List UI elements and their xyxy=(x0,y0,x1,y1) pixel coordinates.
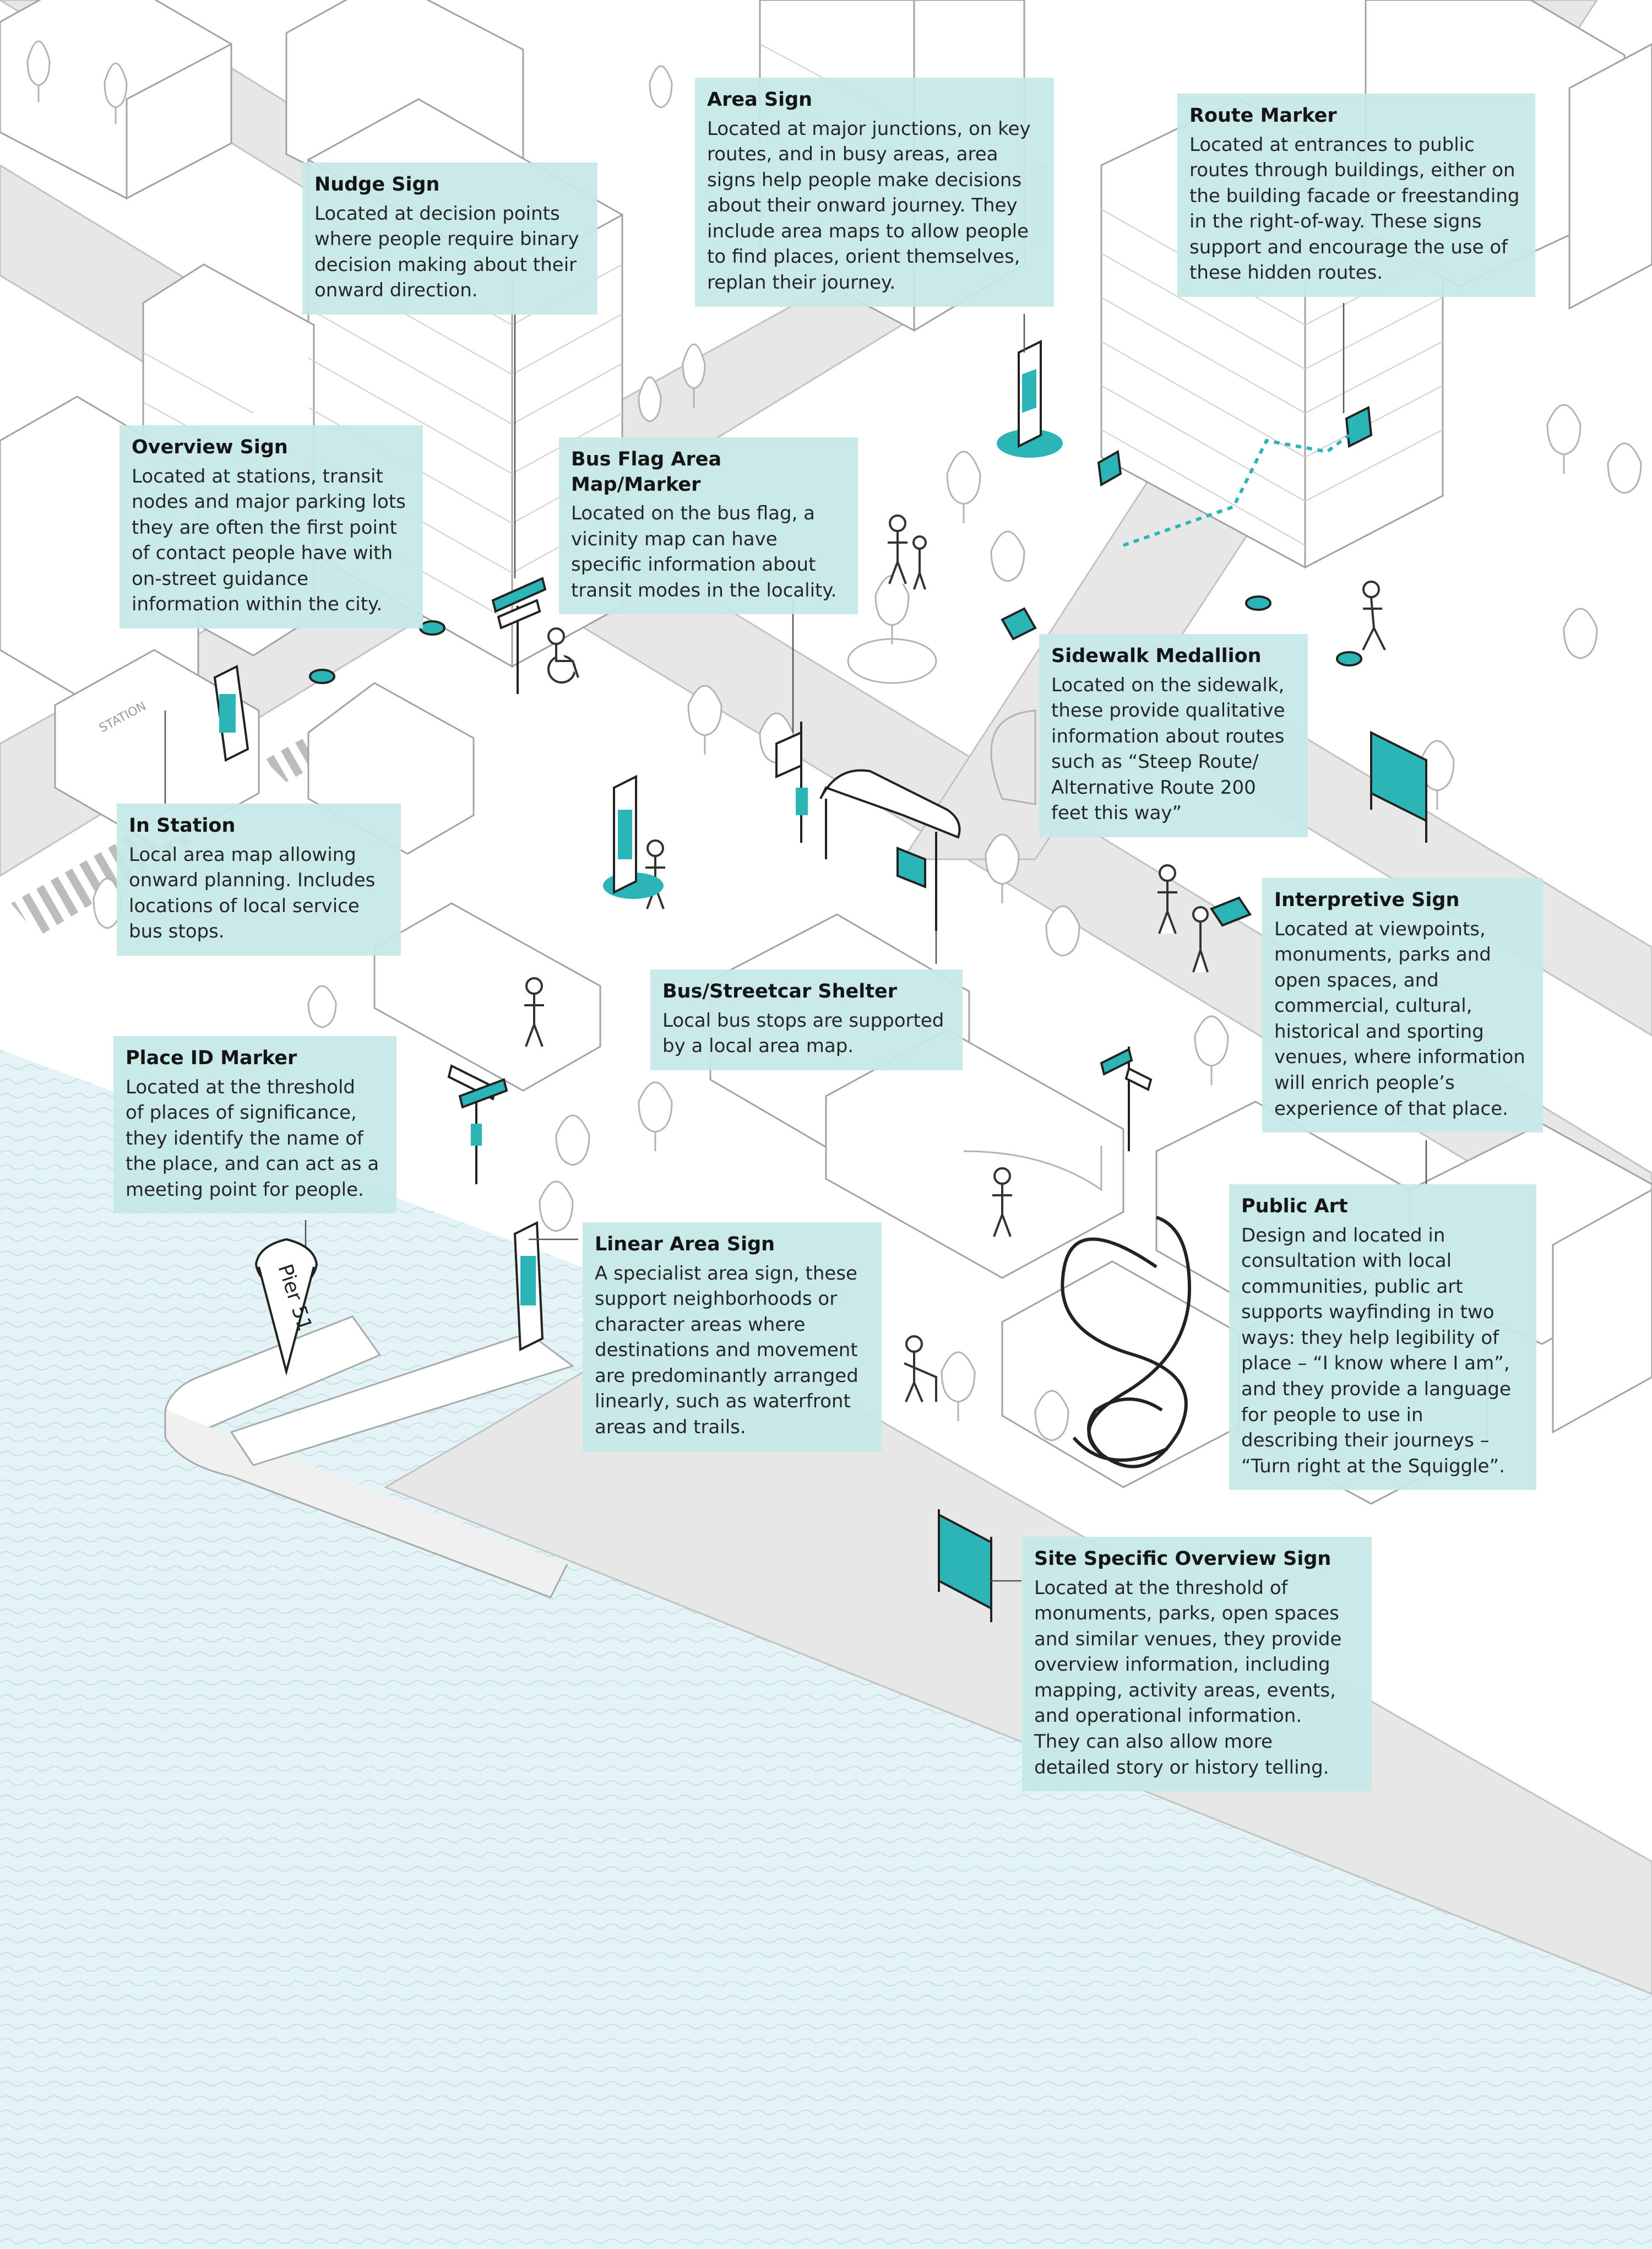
callout-site-specific-overview: Site Specific Overview Sign Located at t… xyxy=(1022,1537,1372,1792)
callout-linear-area-sign: Linear Area Sign A specialist area sign,… xyxy=(583,1222,882,1451)
callout-bus-flag: Bus Flag Area Map/Marker Located on the … xyxy=(559,437,858,615)
plaza-features xyxy=(847,638,1102,1191)
callout-body: Located at the threshold of monuments, p… xyxy=(1034,1576,1342,1779)
callout-body: Located at stations, transit nodes and m… xyxy=(132,465,406,616)
callout-title: Linear Area Sign xyxy=(595,1233,775,1255)
callout-body: Located at the threshold of places of si… xyxy=(126,1076,379,1201)
callout-body: Located at viewpoints, monuments, parks … xyxy=(1274,918,1525,1120)
callout-title: Overview Sign xyxy=(132,436,288,458)
callout-title: Sidewalk Medallion xyxy=(1051,645,1262,667)
pedestrian-figure xyxy=(1362,581,1386,651)
callout-body: Located at decision points where people … xyxy=(314,202,579,302)
callout-interpretive-sign: Interpretive Sign Located at viewpoints,… xyxy=(1262,878,1543,1133)
callout-public-art: Public Art Design and located in consult… xyxy=(1229,1184,1536,1491)
callout-title: Bus Flag Area Map/Marker xyxy=(571,448,722,496)
public-art-squiggle xyxy=(1061,1216,1192,1468)
pier xyxy=(164,1315,575,1598)
pedestrian-figure xyxy=(888,514,907,584)
callout-nudge-sign: Nudge Sign Located at decision points wh… xyxy=(302,162,597,315)
pedestrian-figure xyxy=(904,1335,937,1402)
callout-title: In Station xyxy=(129,815,236,837)
pedestrian-figure xyxy=(992,1167,1012,1237)
callout-body: A specialist area sign, these support ne… xyxy=(595,1262,858,1438)
callout-title: Nudge Sign xyxy=(314,174,440,196)
place-id-marker: Pier 51 xyxy=(254,1238,318,1376)
leader-lines xyxy=(164,303,1427,1582)
pedestrian-figure xyxy=(912,535,927,590)
callout-bus-shelter: Bus/Streetcar Shelter Local bus stops ar… xyxy=(650,969,963,1070)
callout-overview-sign: Overview Sign Located at stations, trans… xyxy=(119,425,423,628)
callout-title: Bus/Streetcar Shelter xyxy=(662,980,898,1002)
callout-sidewalk-medallion: Sidewalk Medallion Located on the sidewa… xyxy=(1039,634,1308,837)
wheelchair-user xyxy=(547,627,579,684)
callout-title: Area Sign xyxy=(707,89,813,111)
callout-area-sign: Area Sign Located at major junctions, on… xyxy=(695,78,1054,307)
callout-title: Public Art xyxy=(1241,1195,1348,1217)
pedestrian-figure xyxy=(524,977,544,1047)
callout-body: Located on the bus flag, a vicinity map … xyxy=(571,502,837,601)
callout-body: Located at major junctions, on key route… xyxy=(707,117,1031,294)
callout-body: Local bus stops are supported by a local… xyxy=(662,1009,944,1058)
callout-body: Local area map allowing onward planning.… xyxy=(129,843,376,943)
callout-body: Located at entrances to public routes th… xyxy=(1189,133,1520,284)
callout-body: Design and located in consultation with … xyxy=(1241,1224,1511,1477)
trees xyxy=(26,40,1642,1441)
callout-route-marker: Route Marker Located at entrances to pub… xyxy=(1177,94,1535,297)
callout-place-id-marker: Place ID Marker Located at the threshold… xyxy=(113,1036,396,1214)
callout-body: Located on the sidewalk, these provide q… xyxy=(1051,674,1285,825)
pedestrian-figure xyxy=(1192,906,1209,973)
callout-title: Interpretive Sign xyxy=(1274,889,1460,911)
pedestrian-figure xyxy=(1158,864,1177,934)
callout-title: Place ID Marker xyxy=(126,1047,297,1069)
callout-title: Route Marker xyxy=(1189,105,1337,127)
signage xyxy=(213,339,1427,1622)
callout-in-station: In Station Local area map allowing onwar… xyxy=(117,804,401,956)
callout-title: Site Specific Overview Sign xyxy=(1034,1548,1332,1570)
